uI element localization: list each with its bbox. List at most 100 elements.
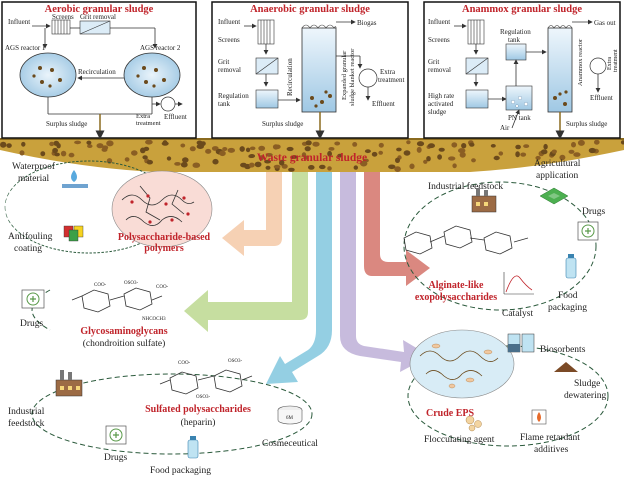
center-label: Waste granular sludge xyxy=(257,152,367,164)
ags-reactor-1 xyxy=(19,52,77,98)
sludge-pile-icon xyxy=(554,362,578,372)
sludge-granule xyxy=(56,143,61,149)
agriculture-icon xyxy=(539,187,569,205)
label-reactor-line1: Expanded granular xyxy=(341,50,348,100)
sludge-granule xyxy=(192,162,201,168)
sludge-granule xyxy=(308,165,315,170)
sludge-granule xyxy=(49,141,55,147)
label-removal: removal xyxy=(218,66,241,74)
paint-cans-icon xyxy=(63,225,84,242)
grit-removal-icon xyxy=(255,57,279,75)
sludge-granule xyxy=(535,155,541,160)
chem-oso3: OSO3- xyxy=(228,359,243,364)
label-surplus-sludge: Surplus sludge xyxy=(262,120,303,128)
sulfated-sub: (heparin) xyxy=(181,417,216,428)
label-influent: Influent xyxy=(8,18,30,26)
sludge-granule xyxy=(290,155,298,159)
sludge-granule xyxy=(438,147,445,152)
sludge-granule xyxy=(196,140,203,146)
cosmetic-jar-icon xyxy=(277,405,303,425)
sulfated-name: Sulfated polysaccharides xyxy=(145,404,251,415)
extra-treatment-icon xyxy=(160,96,176,112)
egsb-reactor xyxy=(301,24,337,113)
sludge-granule xyxy=(319,164,326,170)
sludge-granule xyxy=(265,165,271,170)
sludge-granule xyxy=(288,167,295,172)
use-cosmeceutical: Cosmeceutical xyxy=(262,439,318,449)
sludge-granule xyxy=(327,150,332,157)
sludge-granule xyxy=(451,142,458,148)
product-alginate: Industrial feedstock Agricultural applic… xyxy=(403,159,606,319)
sludge-granule xyxy=(301,152,307,158)
label-screens: Screens xyxy=(52,13,74,21)
label-tank: tank xyxy=(218,100,231,108)
sludge-granule xyxy=(68,152,75,158)
sludge-granule xyxy=(520,152,527,157)
sludge-granule xyxy=(101,147,108,152)
label-recirculation: Recirculation xyxy=(286,58,294,96)
product-glycosaminoglycans: Drugs OSO3- COO- NHCOCH3 COO- Glycosamin… xyxy=(20,281,169,349)
sludge-granule xyxy=(568,149,575,154)
screens-icon xyxy=(467,19,485,45)
sludge-granule xyxy=(312,141,320,147)
screens-icon xyxy=(51,19,71,35)
arrow-to-polysaccharide xyxy=(222,172,282,256)
label-anammox-reactor: Anammox reactor xyxy=(577,38,584,86)
sludge-granule xyxy=(180,143,186,148)
sludge-granule xyxy=(327,166,332,171)
sludge-granule xyxy=(523,144,530,149)
use-additives: additives xyxy=(534,445,569,455)
alginate-name2: exopolysaccharides xyxy=(415,292,497,303)
label-biogas: Biogas xyxy=(357,19,377,27)
sludge-granule xyxy=(305,140,312,146)
arrow-to-sulfated xyxy=(266,172,332,384)
sludge-granule xyxy=(286,146,294,152)
label-effluent: Effluent xyxy=(372,100,395,108)
panel-aerobic: Aerobic granular sludge Influent Screens… xyxy=(1,1,197,140)
sludge-granule xyxy=(258,145,266,151)
use-drugs: Drugs xyxy=(20,319,44,329)
sludge-granule xyxy=(40,151,46,157)
sludge-granule xyxy=(416,146,422,153)
bottle-icon xyxy=(565,254,577,279)
crude-eps-name: Crude EPS xyxy=(426,408,475,419)
arrow-to-alginate xyxy=(360,172,430,286)
use-catalyst: Catalyst xyxy=(502,309,533,319)
panel-anaerobic: Anaerobic granular sludge Influent Scree… xyxy=(211,1,409,140)
sludge-granule xyxy=(180,161,188,168)
use-material: material xyxy=(18,174,49,184)
screens-icon xyxy=(257,19,275,45)
sludge-granule xyxy=(620,140,624,145)
sludge-granule xyxy=(551,149,557,154)
alginate-structure xyxy=(403,225,529,255)
use-drugs: Drugs xyxy=(104,453,128,463)
biosorbent-icon xyxy=(507,333,535,353)
label-screens: Screens xyxy=(218,36,240,44)
label-sludge: sludge xyxy=(428,108,446,116)
product-arrows xyxy=(184,172,430,384)
panel-aerobic-title: Aerobic granular sludge xyxy=(45,4,154,15)
use-packaging: packaging xyxy=(548,303,587,313)
sludge-granule xyxy=(471,158,476,163)
label-regulation: Regulation xyxy=(218,92,249,100)
sludge-granule xyxy=(19,150,25,156)
alginate-name: Alginate-like xyxy=(429,280,485,291)
panel-anaerobic-title: Anaerobic granular sludge xyxy=(250,4,370,15)
use-flocculating-agent: Flocculating agent xyxy=(424,435,495,445)
use-antifouling: Antifouling xyxy=(8,231,53,242)
anammox-reactor xyxy=(547,25,573,113)
polysaccharide-name2: polymers xyxy=(144,243,184,254)
sludge-granule xyxy=(461,143,467,149)
label-influent: Influent xyxy=(428,18,450,26)
factory-icon xyxy=(55,370,83,397)
sludge-granule xyxy=(498,151,504,156)
sludge-granule xyxy=(52,147,58,154)
gag-sub: (chondroition sulfate) xyxy=(83,338,166,349)
water-drop-icon xyxy=(62,170,88,188)
sludge-granule xyxy=(87,144,93,149)
extra-treatment-icon xyxy=(358,68,378,88)
sludge-granule xyxy=(142,155,148,160)
catalyst-chart-icon xyxy=(503,272,534,295)
use-industrial-feedstock: Industrial feedstock xyxy=(428,181,503,192)
